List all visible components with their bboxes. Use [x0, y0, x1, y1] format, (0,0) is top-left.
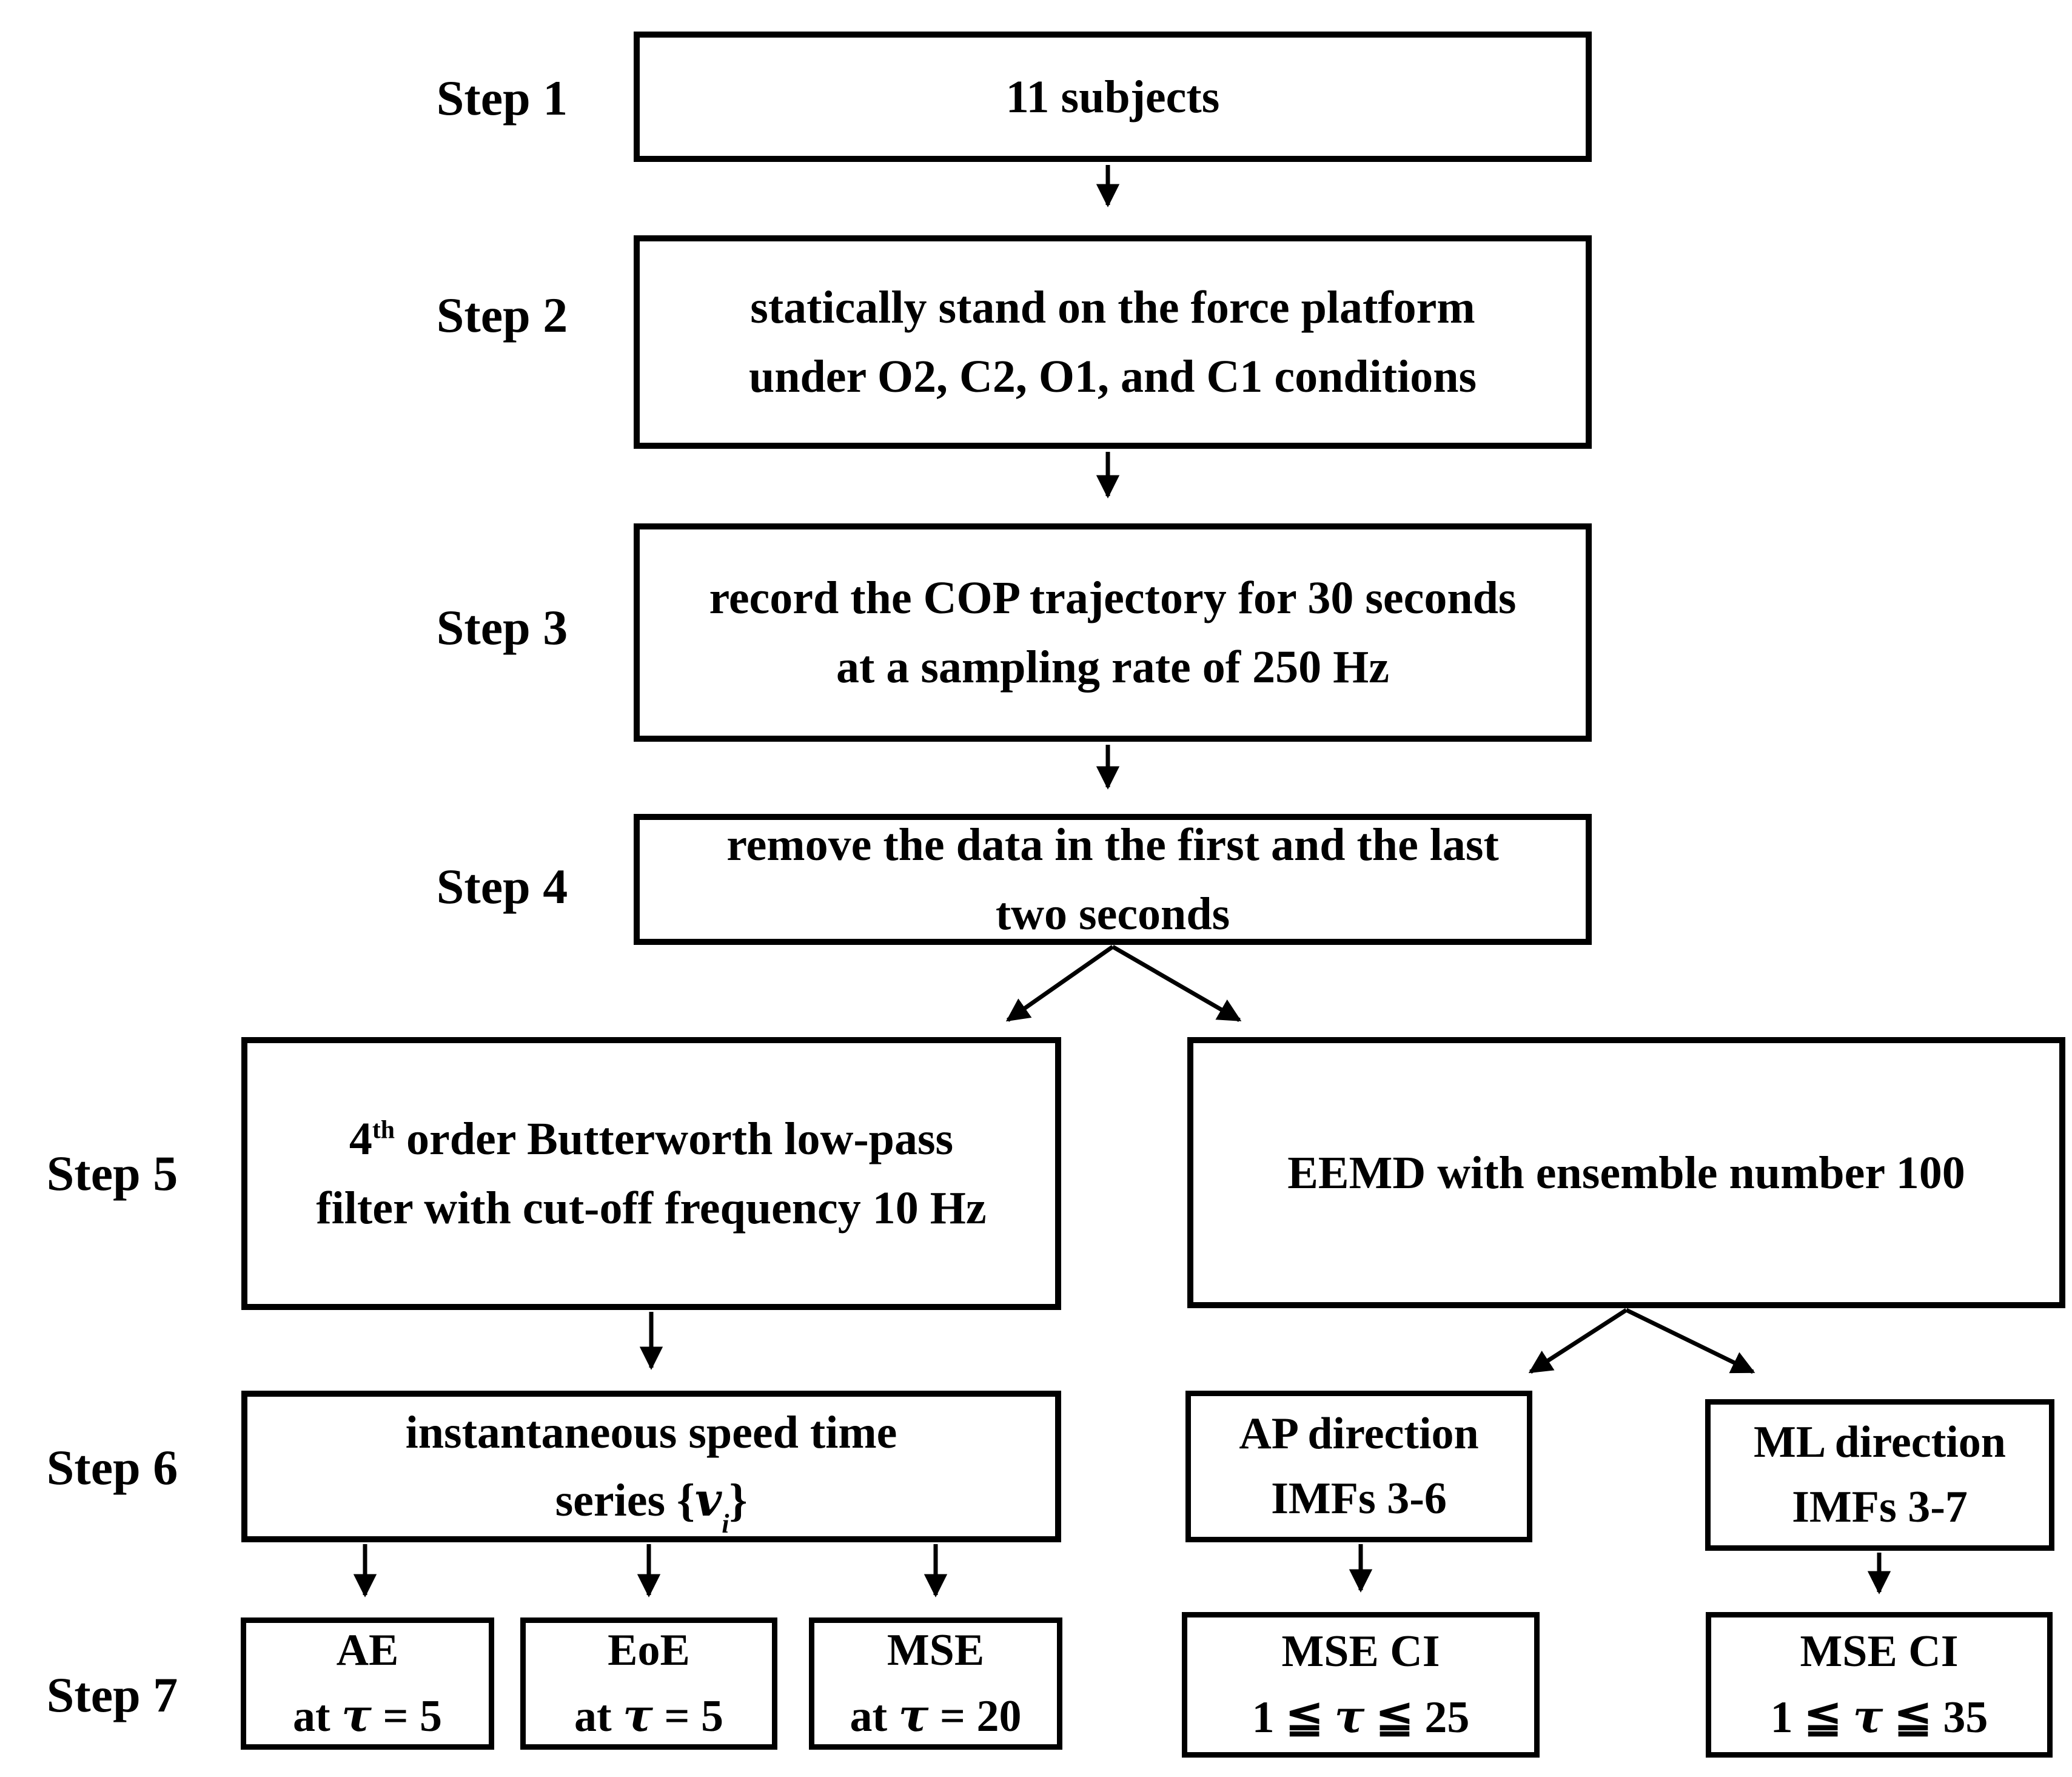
- step1-text: 11 subjects: [1005, 71, 1220, 123]
- step7-ae-line2: at τ = 5: [293, 1684, 442, 1749]
- step6-ap-line1: AP direction: [1239, 1408, 1479, 1459]
- mseci-ap-lower: 1 ≦: [1252, 1692, 1324, 1742]
- arrow-step5-right-to-step6-ml: [1625, 1308, 1755, 1374]
- butterworth-line1-rest: order Butterworth low-pass: [406, 1114, 954, 1164]
- step6-ml-box: ML direction IMFs 3-7: [1705, 1399, 2054, 1551]
- step-label-5: Step 5: [46, 1146, 178, 1201]
- step-label-1: Step 1: [436, 70, 568, 126]
- step5-eemd-text: EEMD with ensemble number 100: [1287, 1147, 1965, 1198]
- step7-ae-box: AE at τ = 5: [241, 1617, 494, 1750]
- arrow-step5-right-to-step6-ap: [1528, 1308, 1628, 1374]
- series-variable: v: [695, 1472, 722, 1527]
- series-subscript: i: [722, 1509, 729, 1539]
- step6-speed-series-line2: series {vi}: [555, 1466, 748, 1537]
- mse-tau: τ: [898, 1689, 929, 1742]
- step4-text-line2: two seconds: [995, 888, 1230, 939]
- eoe-value: = 5: [664, 1691, 724, 1741]
- series-suffix: }: [729, 1474, 748, 1526]
- mseci-ap-tau: τ: [1334, 1690, 1365, 1743]
- mse-value: = 20: [939, 1691, 1022, 1741]
- step3-text-line1: record the COP trajectory for 30 seconds: [709, 573, 1517, 623]
- step7-mseci-ap-box: MSE CI 1 ≦ τ ≦ 25: [1182, 1612, 1540, 1758]
- step7-eoe-line1: EoE: [608, 1625, 690, 1676]
- step5-butterworth-line1: 4th order Butterworth low-pass: [349, 1104, 953, 1174]
- step6-speed-series-box: instantaneous speed time series {vi}: [241, 1391, 1061, 1542]
- mseci-ml-lower: 1 ≦: [1770, 1692, 1842, 1742]
- step7-mseci-ml-line2: 1 ≦ τ ≦ 35: [1771, 1685, 1988, 1750]
- step6-ap-box: AP direction IMFs 3-6: [1185, 1391, 1532, 1542]
- butterworth-order-number: 4: [349, 1114, 372, 1164]
- step7-mseci-ml-line1: MSE CI: [1800, 1627, 1959, 1677]
- series-prefix: series {: [555, 1474, 696, 1526]
- step7-mse-line2: at τ = 20: [850, 1684, 1021, 1749]
- step7-mse-line1: MSE: [887, 1625, 985, 1676]
- step6-ml-line2: IMFs 3-7: [1792, 1482, 1968, 1532]
- arrow-step4-to-step5-left: [1005, 945, 1115, 1022]
- step7-mseci-ap-line2: 1 ≦ τ ≦ 25: [1252, 1685, 1470, 1750]
- mseci-ap-upper: ≦ 25: [1375, 1692, 1470, 1742]
- step7-mse-box: MSE at τ = 20: [809, 1617, 1062, 1750]
- step1-box: 11 subjects: [634, 32, 1592, 162]
- step-label-4: Step 4: [436, 859, 568, 914]
- step4-box: remove the data in the first and the las…: [634, 814, 1592, 945]
- arrow-step4-to-step5-right: [1111, 944, 1242, 1023]
- step2-box: statically stand on the force platform u…: [634, 235, 1592, 449]
- step2-text-line2: under O2, C2, O1, and C1 conditions: [748, 351, 1477, 402]
- step-label-2: Step 2: [436, 287, 568, 343]
- butterworth-order-suffix: th: [372, 1116, 395, 1144]
- step-label-7: Step 7: [46, 1667, 178, 1722]
- step6-ml-line1: ML direction: [1754, 1417, 2006, 1467]
- step3-box: record the COP trajectory for 30 seconds…: [634, 523, 1592, 742]
- step2-text-line1: statically stand on the force platform: [750, 282, 1475, 333]
- step4-text-line1: remove the data in the first and the las…: [726, 819, 1499, 870]
- eoe-at: at: [574, 1691, 612, 1741]
- mseci-ml-tau: τ: [1852, 1690, 1883, 1743]
- step-label-6: Step 6: [46, 1440, 178, 1495]
- ae-at: at: [292, 1691, 330, 1741]
- step3-text-line2: at a sampling rate of 250 Hz: [836, 642, 1389, 693]
- step6-ap-line2: IMFs 3-6: [1271, 1474, 1447, 1523]
- mse-at: at: [850, 1691, 888, 1741]
- ae-value: = 5: [383, 1691, 443, 1741]
- step7-mseci-ap-line1: MSE CI: [1281, 1627, 1440, 1677]
- eoe-tau: τ: [623, 1689, 653, 1742]
- step7-ae-line1: AE: [336, 1625, 399, 1676]
- step7-eoe-box: EoE at τ = 5: [520, 1617, 777, 1750]
- ae-tau: τ: [341, 1689, 372, 1742]
- step5-butterworth-line2: filter with cut-off frequency 10 Hz: [316, 1183, 987, 1234]
- step6-speed-series-line1: instantaneous speed time: [405, 1407, 897, 1459]
- step5-butterworth-box: 4th order Butterworth low-pass filter wi…: [241, 1037, 1061, 1310]
- step7-mseci-ml-box: MSE CI 1 ≦ τ ≦ 35: [1706, 1612, 2053, 1758]
- step7-eoe-line2: at τ = 5: [574, 1684, 723, 1749]
- step5-eemd-box: EEMD with ensemble number 100: [1187, 1037, 2065, 1308]
- mseci-ml-upper: ≦ 35: [1894, 1692, 1988, 1742]
- step-label-3: Step 3: [436, 600, 568, 655]
